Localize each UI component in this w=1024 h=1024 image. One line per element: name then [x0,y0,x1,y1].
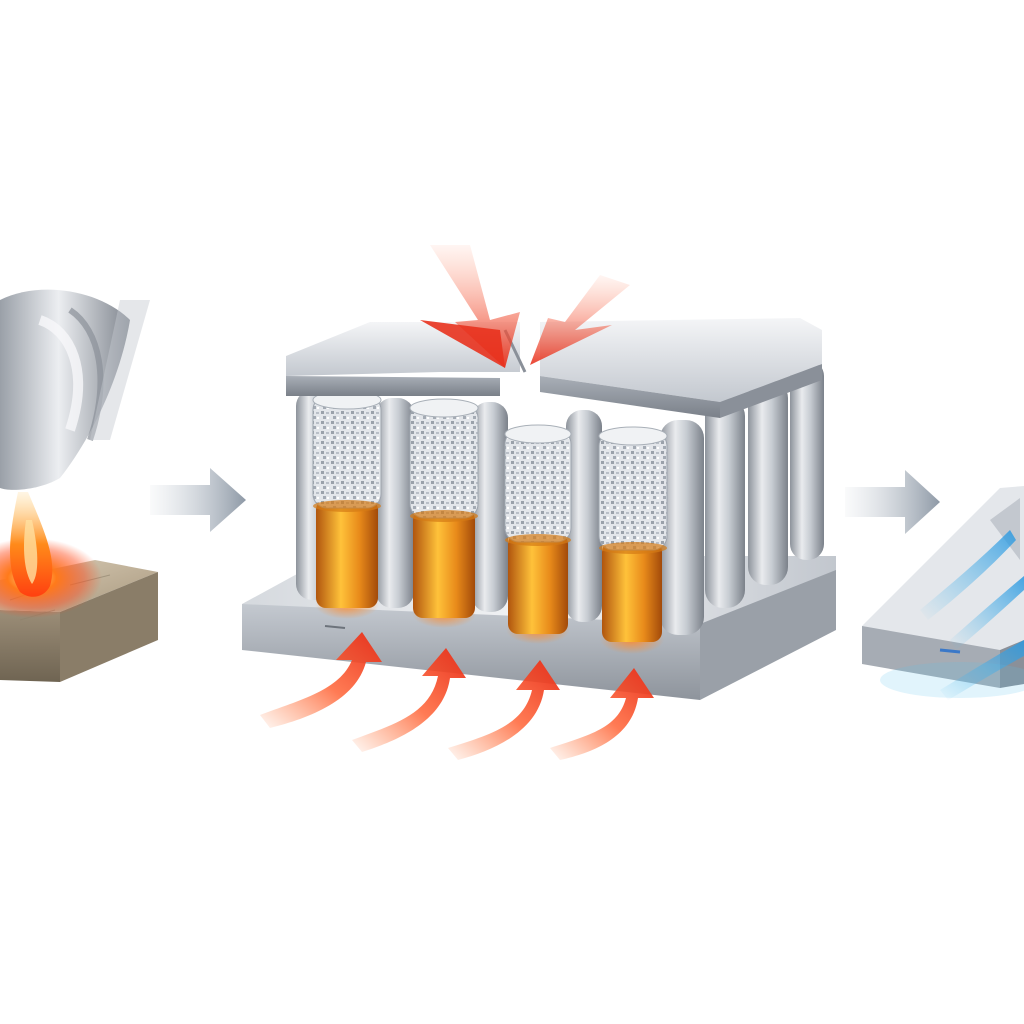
press-platen-icon [286,318,822,418]
pressure-arrow-icon [420,245,630,368]
flow-arrow-icon [150,468,246,532]
flow-arrow-icon [845,470,940,534]
heating-stage [0,289,158,682]
flame-icon [0,492,102,618]
cylinder-row-back [705,360,824,608]
cooling-stage [862,486,1024,700]
pressing-stage [242,245,836,760]
finished-plate-icon [862,486,1024,688]
heat-flow-arrow-icon [260,632,654,760]
torch-nozzle-icon [0,289,150,490]
cooling-flow-icon [880,530,1024,700]
